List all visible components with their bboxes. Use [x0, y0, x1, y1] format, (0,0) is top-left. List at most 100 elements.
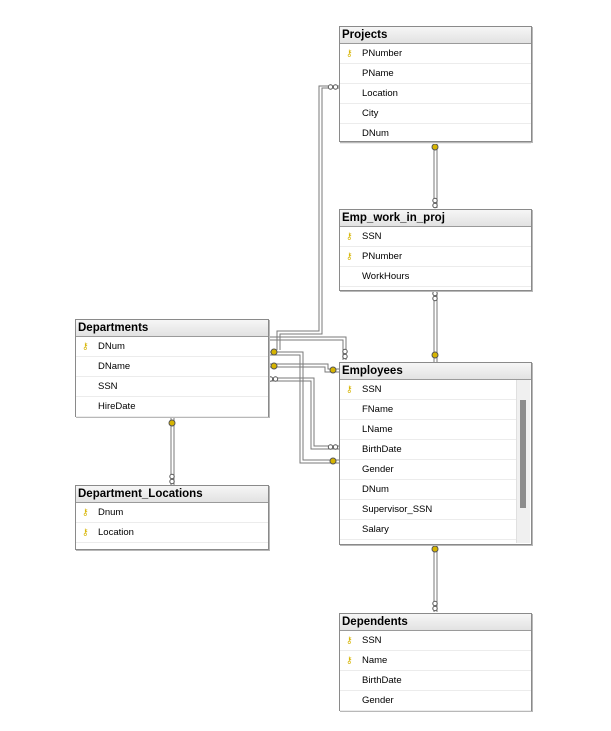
- column-name: PName: [362, 68, 394, 79]
- column-name: DNum: [98, 341, 125, 352]
- column-row[interactable]: Salary: [340, 520, 517, 540]
- table-title: Dependents: [340, 614, 531, 631]
- column-row[interactable]: ⚷ SSN: [340, 380, 517, 400]
- column-row[interactable]: ⚷ Dnum: [76, 503, 268, 523]
- key-icon: ⚷: [346, 231, 353, 241]
- column-row[interactable]: ⚷ DNum: [76, 337, 268, 357]
- key-icon: ⚷: [82, 341, 89, 351]
- column-row[interactable]: LName: [340, 420, 517, 440]
- column-row[interactable]: ⚷ Location: [76, 523, 268, 543]
- column-row[interactable]: Supervisor_SSN: [340, 500, 517, 520]
- many-end-marker: [327, 84, 334, 90]
- column-row[interactable]: WorkHours: [340, 267, 531, 287]
- column-name: DName: [98, 361, 131, 372]
- column-name: PNumber: [362, 48, 403, 59]
- column-row[interactable]: ⚷ SSN: [340, 631, 531, 651]
- column-row[interactable]: ⚷SSN: [340, 227, 531, 247]
- key-icon: ⚷: [346, 384, 353, 394]
- one-end-marker: [431, 143, 439, 151]
- column-name: SSN: [98, 381, 118, 392]
- column-name: Gender: [362, 695, 394, 706]
- many-end-marker: [169, 473, 175, 480]
- many-end-marker: [342, 353, 348, 360]
- column-name: WorkHours: [362, 271, 410, 282]
- many-end-marker: [432, 197, 438, 204]
- column-row[interactable]: Gender: [340, 691, 531, 711]
- column-name: LName: [362, 424, 393, 435]
- table-title: Department_Locations: [76, 486, 268, 503]
- column-name: Dnum: [98, 507, 124, 518]
- column-row[interactable]: BirthDate: [340, 671, 531, 691]
- column-name: HireDate: [98, 401, 136, 412]
- column-row[interactable]: Location: [340, 84, 531, 104]
- column-row[interactable]: DName: [76, 357, 268, 377]
- scrollbar-thumb[interactable]: [520, 400, 526, 508]
- column-row[interactable]: DNum: [340, 124, 531, 144]
- column-row[interactable]: SSN: [76, 377, 268, 397]
- column-name: Salary: [362, 524, 389, 535]
- one-end-marker: [168, 419, 176, 427]
- one-end-marker: [270, 362, 278, 370]
- key-icon: ⚷: [346, 48, 353, 58]
- one-end-marker: [329, 457, 337, 465]
- one-end-marker: [329, 366, 337, 374]
- column-name: Location: [362, 88, 398, 99]
- column-name: SSN: [362, 635, 382, 646]
- key-icon: ⚷: [346, 635, 353, 645]
- key-icon: ⚷: [82, 527, 89, 537]
- one-end-marker: [431, 351, 439, 359]
- column-row[interactable]: City: [340, 104, 531, 124]
- many-end-marker: [327, 444, 334, 450]
- column-row[interactable]: ⚷ PNumber: [340, 44, 531, 64]
- many-end-marker: [432, 295, 438, 302]
- many-end-marker: [169, 478, 175, 485]
- column-row[interactable]: ⚷Name: [340, 651, 531, 671]
- table-title: Departments: [76, 320, 268, 337]
- many-end-marker: [272, 376, 279, 382]
- many-end-marker: [432, 605, 438, 612]
- column-row[interactable]: FName: [340, 400, 517, 420]
- vertical-scrollbar[interactable]: [516, 380, 530, 543]
- column-name: PNumber: [362, 251, 403, 262]
- many-end-marker: [332, 84, 339, 90]
- column-name: SSN: [362, 384, 382, 395]
- column-name: Supervisor_SSN: [362, 504, 433, 515]
- column-name: Gender: [362, 464, 394, 475]
- many-end-marker: [332, 444, 339, 450]
- column-row[interactable]: BirthDate: [340, 440, 517, 460]
- column-row[interactable]: ⚷ PNumber: [340, 247, 531, 267]
- column-row[interactable]: HireDate: [76, 397, 268, 417]
- column-name: DNum: [362, 484, 389, 495]
- table-title: Emp_work_in_proj: [340, 210, 531, 227]
- many-end-marker: [432, 202, 438, 209]
- column-row[interactable]: PName: [340, 64, 531, 84]
- column-name: BirthDate: [362, 675, 402, 686]
- table-department-locations[interactable]: Department_Locations ⚷ Dnum ⚷ Location: [75, 485, 269, 550]
- key-icon: ⚷: [82, 507, 89, 517]
- column-list: ⚷ Dnum ⚷ Location: [76, 503, 268, 543]
- key-icon: ⚷: [346, 655, 353, 665]
- many-end-marker: [342, 348, 348, 355]
- column-row[interactable]: DNum: [340, 480, 517, 500]
- column-row[interactable]: Address: [340, 540, 517, 544]
- many-end-marker: [432, 290, 438, 297]
- column-row[interactable]: Gender: [340, 460, 517, 480]
- key-icon: ⚷: [346, 251, 353, 261]
- column-name: FName: [362, 404, 394, 415]
- table-title: Employees: [340, 363, 531, 380]
- column-name: Location: [98, 527, 134, 538]
- column-name: BirthDate: [362, 444, 402, 455]
- table-title: Projects: [340, 27, 531, 44]
